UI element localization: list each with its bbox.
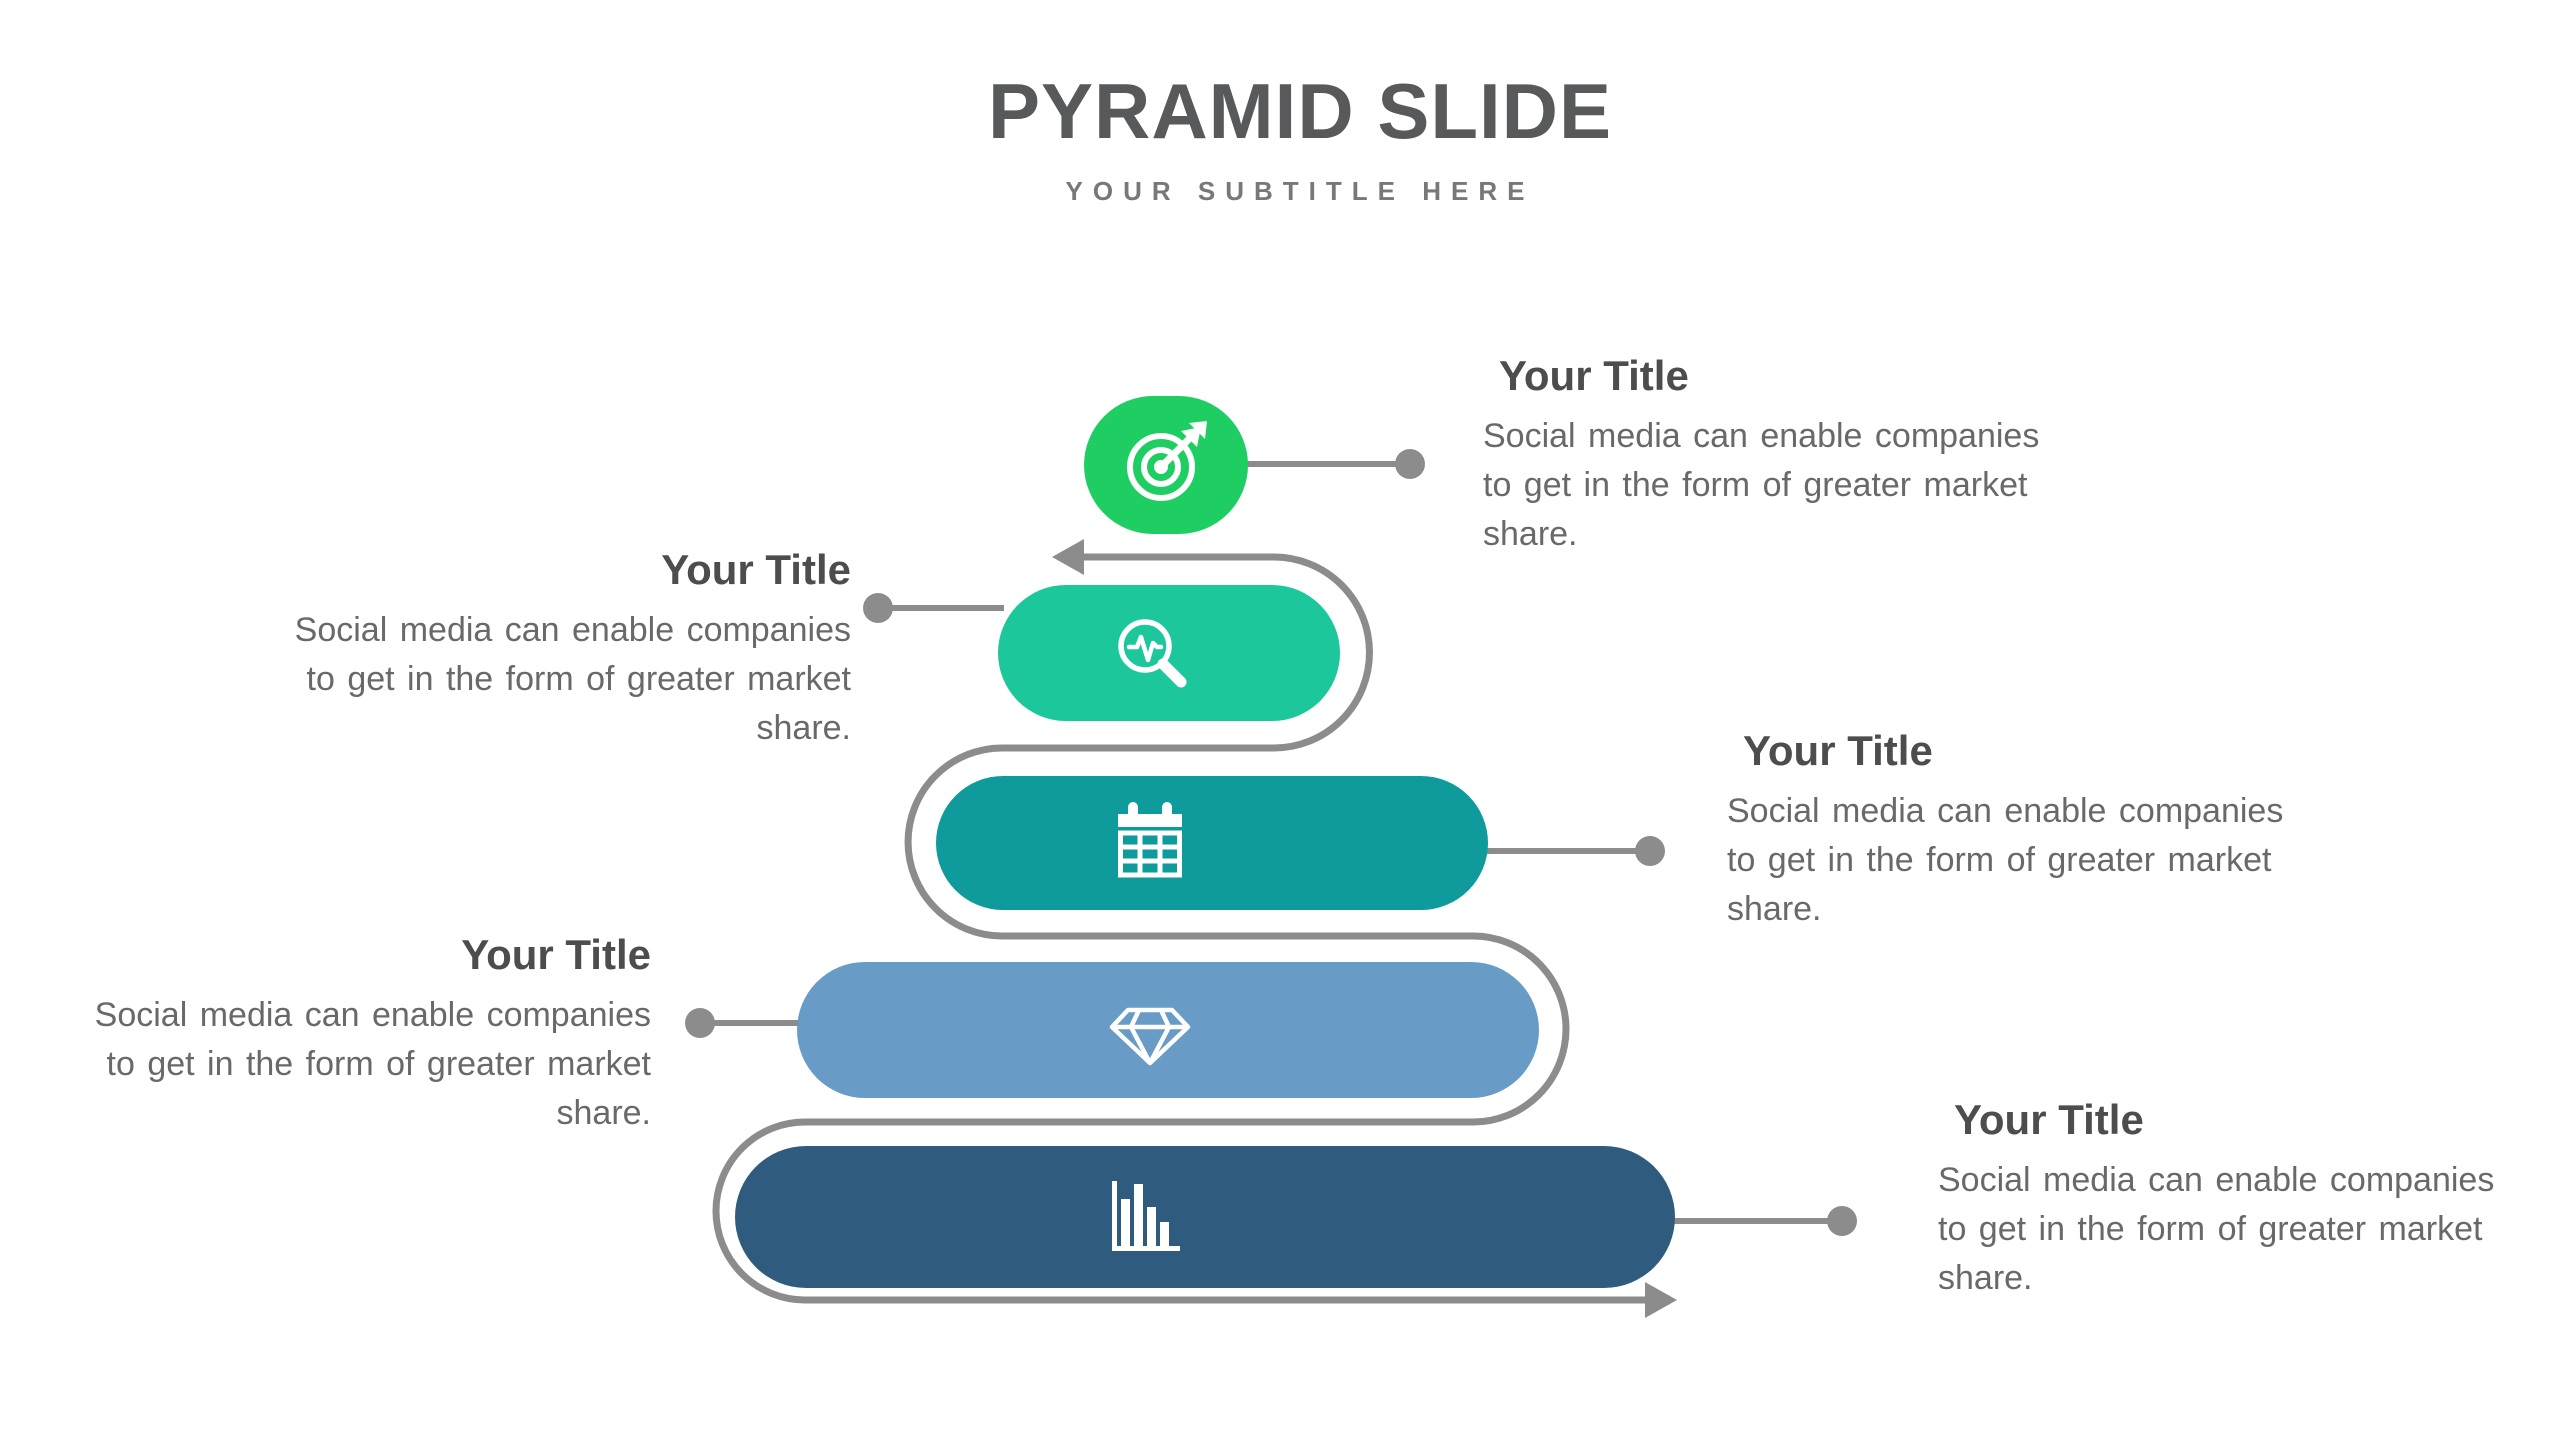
block-body: Social media can enable companies to get… (1727, 787, 2287, 934)
block-line: to get in the form of greater market (106, 1045, 651, 1083)
serpentine-path (712, 553, 1645, 1304)
block-line: share. (1938, 1259, 2033, 1297)
block-body: Social media can enable companies to get… (1483, 412, 2043, 559)
block-line: Social media can enable companies (1938, 1161, 2495, 1199)
bar-chart-icon (1106, 1177, 1186, 1257)
block-line: share. (1727, 890, 1822, 928)
target-icon (1117, 419, 1209, 511)
page-subtitle: YOUR SUBTITLE HERE (1065, 176, 1535, 206)
block-body: Social media can enable companies to get… (1938, 1156, 2498, 1303)
page-title: PYRAMID SLIDE (987, 67, 1613, 155)
block-line: to get in the form of greater market (1483, 466, 2028, 504)
block-body: Social media can enable companies to get… (291, 606, 851, 753)
connector-dot-4 (685, 1008, 715, 1038)
connector-dot-3 (1635, 836, 1665, 866)
block-line: share. (756, 709, 852, 747)
block-line: to get in the form of greater market (1727, 841, 2272, 879)
block-line: Social media can enable companies (1483, 417, 2040, 455)
block-line: to get in the form of greater market (306, 660, 851, 698)
block-title: Your Title (1743, 727, 1933, 774)
calendar-icon (1108, 801, 1192, 885)
block-line: share. (556, 1094, 652, 1132)
block-body: Social media can enable companies to get… (91, 991, 651, 1138)
magnifier-pulse-icon (1109, 612, 1191, 694)
block-line: Social media can enable companies (94, 996, 651, 1034)
slide-header: PYRAMID SLIDE YOUR SUBTITLE HERE (988, 0, 1612, 204)
block-title: Your Title (1954, 1096, 2144, 1143)
connector-dot-5 (1827, 1206, 1857, 1236)
text-block-5: Your Title Social media can enable compa… (1938, 1096, 2498, 1303)
connector-dot-1 (1395, 449, 1425, 479)
pyramid-level-5 (735, 1146, 1675, 1288)
text-block-4: Your Title Social media can enable compa… (91, 931, 651, 1138)
block-title: Your Title (661, 546, 851, 593)
pyramid-level-3 (936, 776, 1488, 910)
text-block-2: Your Title Social media can enable compa… (291, 546, 851, 753)
text-block-1: Your Title Social media can enable compa… (1483, 352, 2043, 559)
block-line: Social media can enable companies (1727, 792, 2284, 830)
serpentine-end-arrow-icon (1645, 1282, 1677, 1318)
block-line: to get in the form of greater market (1938, 1210, 2483, 1248)
block-title: Your Title (461, 931, 651, 978)
diamond-icon (1106, 986, 1194, 1074)
block-line: Social media can enable companies (294, 611, 851, 649)
block-line: share. (1483, 515, 1578, 553)
serpentine-start-arrow-icon (1052, 539, 1084, 575)
text-block-3: Your Title Social media can enable compa… (1727, 727, 2287, 934)
connector-dot-2 (863, 593, 893, 623)
block-title: Your Title (1499, 352, 1689, 399)
